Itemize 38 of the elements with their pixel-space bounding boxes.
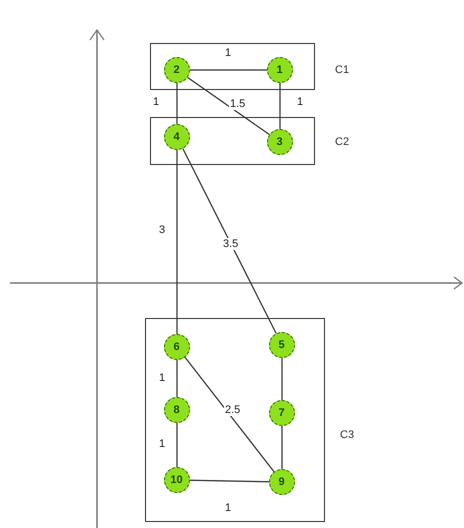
cluster-box <box>150 117 315 165</box>
graph-node: 2 <box>164 56 190 82</box>
edge-line <box>190 480 270 482</box>
cluster-box <box>150 43 315 90</box>
graph-node: 3 <box>266 128 292 154</box>
edge-line <box>182 148 277 334</box>
edge-line <box>279 83 281 129</box>
graph-node: 1 <box>266 56 292 82</box>
graph-node: 4 <box>164 124 190 150</box>
graph-node: 9 <box>268 468 294 494</box>
edge-line <box>176 83 178 124</box>
edge-label: 2.5 <box>224 404 242 416</box>
edge-label: 3.5 <box>222 238 240 250</box>
edge-line <box>176 423 178 467</box>
edge-label: 3 <box>158 224 166 236</box>
edge-label: 1 <box>152 96 160 108</box>
graph-node: 10 <box>164 466 190 492</box>
edge-line <box>190 69 267 71</box>
graph-node: 6 <box>164 334 190 360</box>
edge-line <box>184 356 274 472</box>
cluster-label: C1 <box>335 64 350 76</box>
edge-label: 1 <box>224 47 232 59</box>
graph-node: 8 <box>164 396 190 422</box>
edge-line <box>281 426 283 469</box>
edge-label: 1 <box>296 96 304 108</box>
cluster-box <box>145 318 325 522</box>
graph-node: 5 <box>268 332 294 358</box>
cluster-label: C2 <box>335 136 350 148</box>
graph-node: 7 <box>268 400 294 426</box>
edge-label: 1 <box>158 372 166 384</box>
edge-line <box>281 358 283 400</box>
edge-label: 1 <box>158 438 166 450</box>
cluster-label: C3 <box>340 429 354 441</box>
edge-line <box>187 76 270 136</box>
edge-line <box>176 360 178 397</box>
edge-label: 1 <box>224 502 232 514</box>
edge-line <box>176 150 178 334</box>
edge-label: 1.5 <box>229 98 246 110</box>
